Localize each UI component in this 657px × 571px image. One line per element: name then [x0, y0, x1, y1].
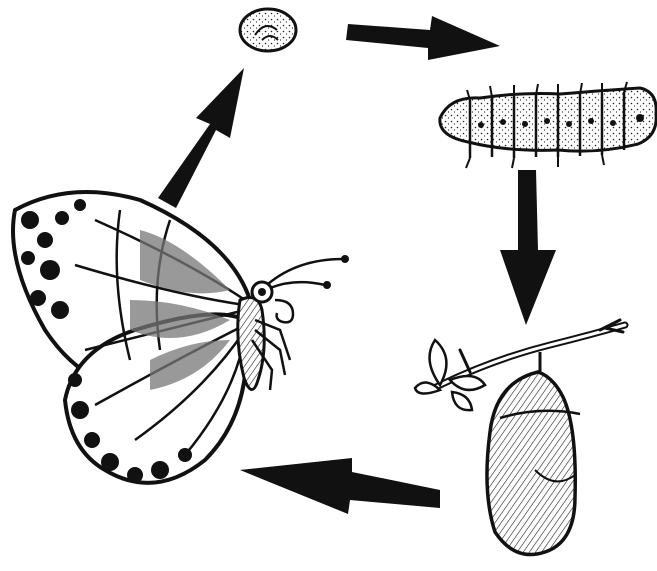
arrow-egg-to-caterpillar	[346, 16, 500, 60]
egg-icon	[240, 9, 296, 51]
arrow-chrysalis-to-butterfly	[240, 458, 440, 514]
caterpillar-icon	[440, 82, 656, 168]
butterfly-icon	[13, 192, 349, 483]
arrow-caterpillar-to-chrysalis	[500, 170, 556, 325]
arrow-butterfly-to-egg	[158, 68, 244, 208]
chrysalis-icon	[415, 320, 625, 555]
